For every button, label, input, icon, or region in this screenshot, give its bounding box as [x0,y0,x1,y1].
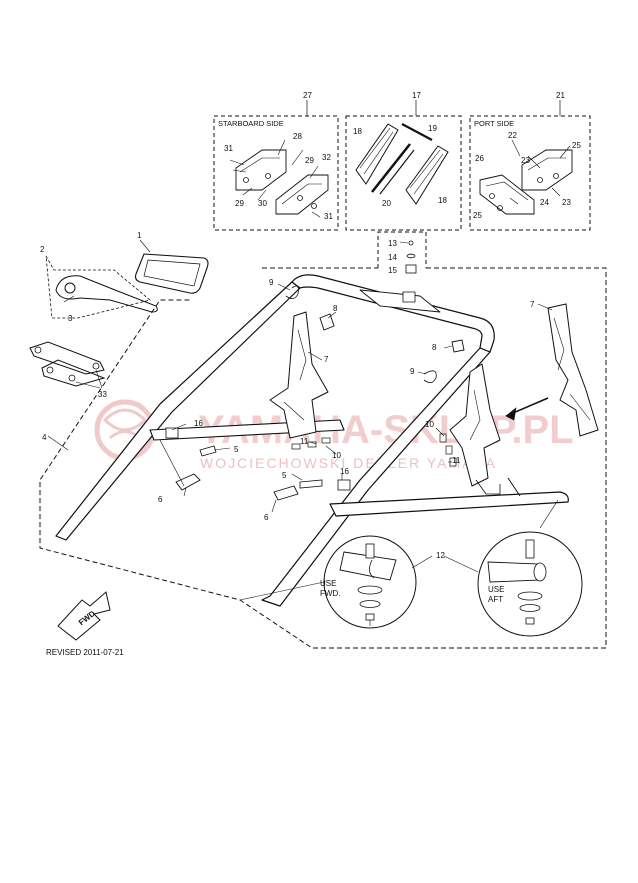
detail-fwd-circle [323,535,417,629]
callout-8-left: 8 [333,304,338,313]
watermark-sub: WOJCIECHOWSKI DEALER YAMAHA [200,455,497,471]
callout-9-right: 9 [410,367,415,376]
callout-32: 32 [322,153,331,162]
callout-11-right: 11 [452,456,461,465]
callout-10-right: 10 [425,420,434,429]
callout-20: 20 [382,199,391,208]
callout-27: 27 [303,91,312,100]
link-arm-part [29,341,106,389]
callout-31-top: 31 [224,144,233,153]
tower-frame [55,274,569,607]
leader-lines [171,283,453,513]
detail-aft-line2: AFT [488,595,503,604]
detail-aft-circle [477,531,583,637]
callout-25-top: 25 [572,141,581,150]
mirror-part [134,239,209,294]
side-plate-part [505,303,599,437]
callout-3: 3 [68,314,73,323]
callout-28: 28 [293,132,302,141]
callout-5-lower: 5 [282,471,287,480]
callout-1: 1 [137,231,142,240]
callout-17: 17 [412,91,421,100]
callout-2: 2 [40,245,45,254]
callout-16-lower: 16 [340,467,349,476]
callout-26: 26 [475,154,484,163]
callout-21: 21 [556,91,565,100]
callout-29-left: 29 [235,199,244,208]
callout-11-left: 11 [300,437,309,446]
callout-14: 14 [388,253,397,262]
detail-leaders [239,499,559,601]
callout-4: 4 [42,433,47,442]
callout-7-left: 7 [324,355,329,364]
callout-16-left: 16 [194,419,203,428]
callout-22: 22 [508,131,517,140]
callout-12: 12 [436,551,445,560]
callout-13: 13 [388,239,397,248]
padding-kit-box [345,100,462,231]
starboard-side-box [213,100,339,231]
callout-18-right: 18 [438,196,447,205]
callout-7-right: 7 [530,300,535,309]
main-assembly-outline [39,267,607,649]
callout-19: 19 [428,124,437,133]
callout-5-left: 5 [234,445,239,454]
callout-24: 24 [540,198,549,207]
port-side-title: PORT SIDE [474,119,514,128]
port-side-box [469,100,591,231]
detail-aft-line1: USE [488,585,504,594]
callout-25-bottom: 25 [473,211,482,220]
starboard-side-title: STARBOARD SIDE [218,119,284,128]
detail-fwd-line2: FWD. [320,589,340,598]
callout-29-right: 29 [305,156,314,165]
callout-31-bottom: 31 [324,212,333,221]
revision-date: REVISED 2011-07-21 [46,648,124,657]
callout-6-lower: 6 [264,513,269,522]
callout-10-left: 10 [332,451,341,460]
callout-8-right: 8 [432,343,437,352]
mount-hardware-tab [377,231,427,274]
callout-30: 30 [258,199,267,208]
fwd-arrow: FWD [57,591,111,641]
callout-9-left: 9 [269,278,274,287]
callout-33: 33 [98,390,107,399]
callout-23-top: 23 [521,156,530,165]
detail-fwd-line1: USE [320,579,336,588]
mirror-bracket-part [45,255,158,319]
callout-6-left: 6 [158,495,163,504]
callout-23-bottom: 23 [562,198,571,207]
callout-18-left: 18 [353,127,362,136]
callout-15: 15 [388,266,397,275]
